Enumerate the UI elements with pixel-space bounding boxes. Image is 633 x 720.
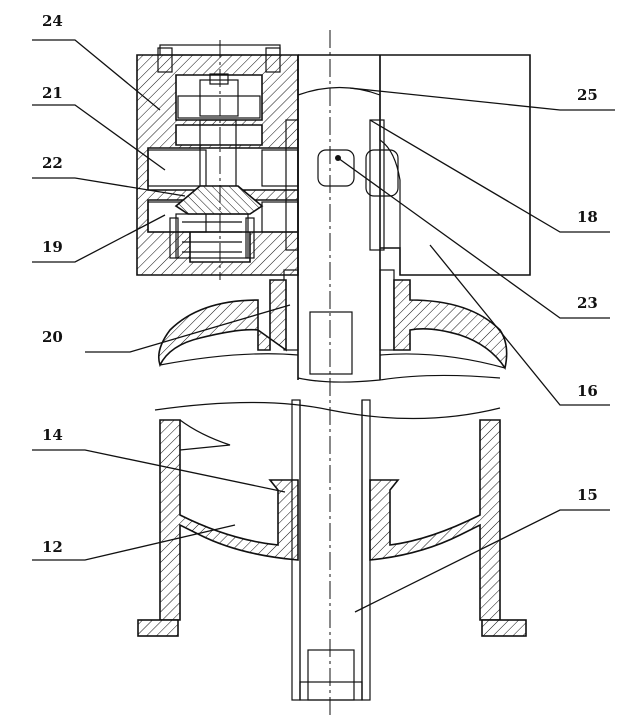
label-21: 21 [42, 84, 63, 102]
label-19: 19 [42, 238, 63, 256]
label-18: 18 [577, 208, 598, 226]
valve-housing [136, 44, 299, 276]
central-tube-upper [283, 55, 395, 380]
port-21 [147, 149, 207, 187]
label-12: 12 [42, 538, 63, 556]
label-24: 24 [42, 12, 63, 30]
label-20: 20 [42, 328, 63, 346]
port-19 [147, 201, 207, 233]
label-14: 14 [42, 426, 63, 444]
lower-housing [137, 419, 527, 637]
window-23 [317, 149, 355, 187]
part-labels: 24 21 22 19 20 14 12 25 18 23 16 15 [42, 12, 598, 556]
central-tube-lower [291, 399, 371, 701]
label-25: 25 [577, 86, 598, 104]
label-22: 22 [42, 154, 63, 172]
right-body [285, 54, 531, 276]
label-16: 16 [577, 382, 598, 400]
label-23: 23 [577, 294, 598, 312]
label-15: 15 [577, 486, 598, 504]
leader-lines [32, 39, 615, 613]
upper-flange [157, 279, 508, 371]
spring-chamber [175, 213, 249, 259]
